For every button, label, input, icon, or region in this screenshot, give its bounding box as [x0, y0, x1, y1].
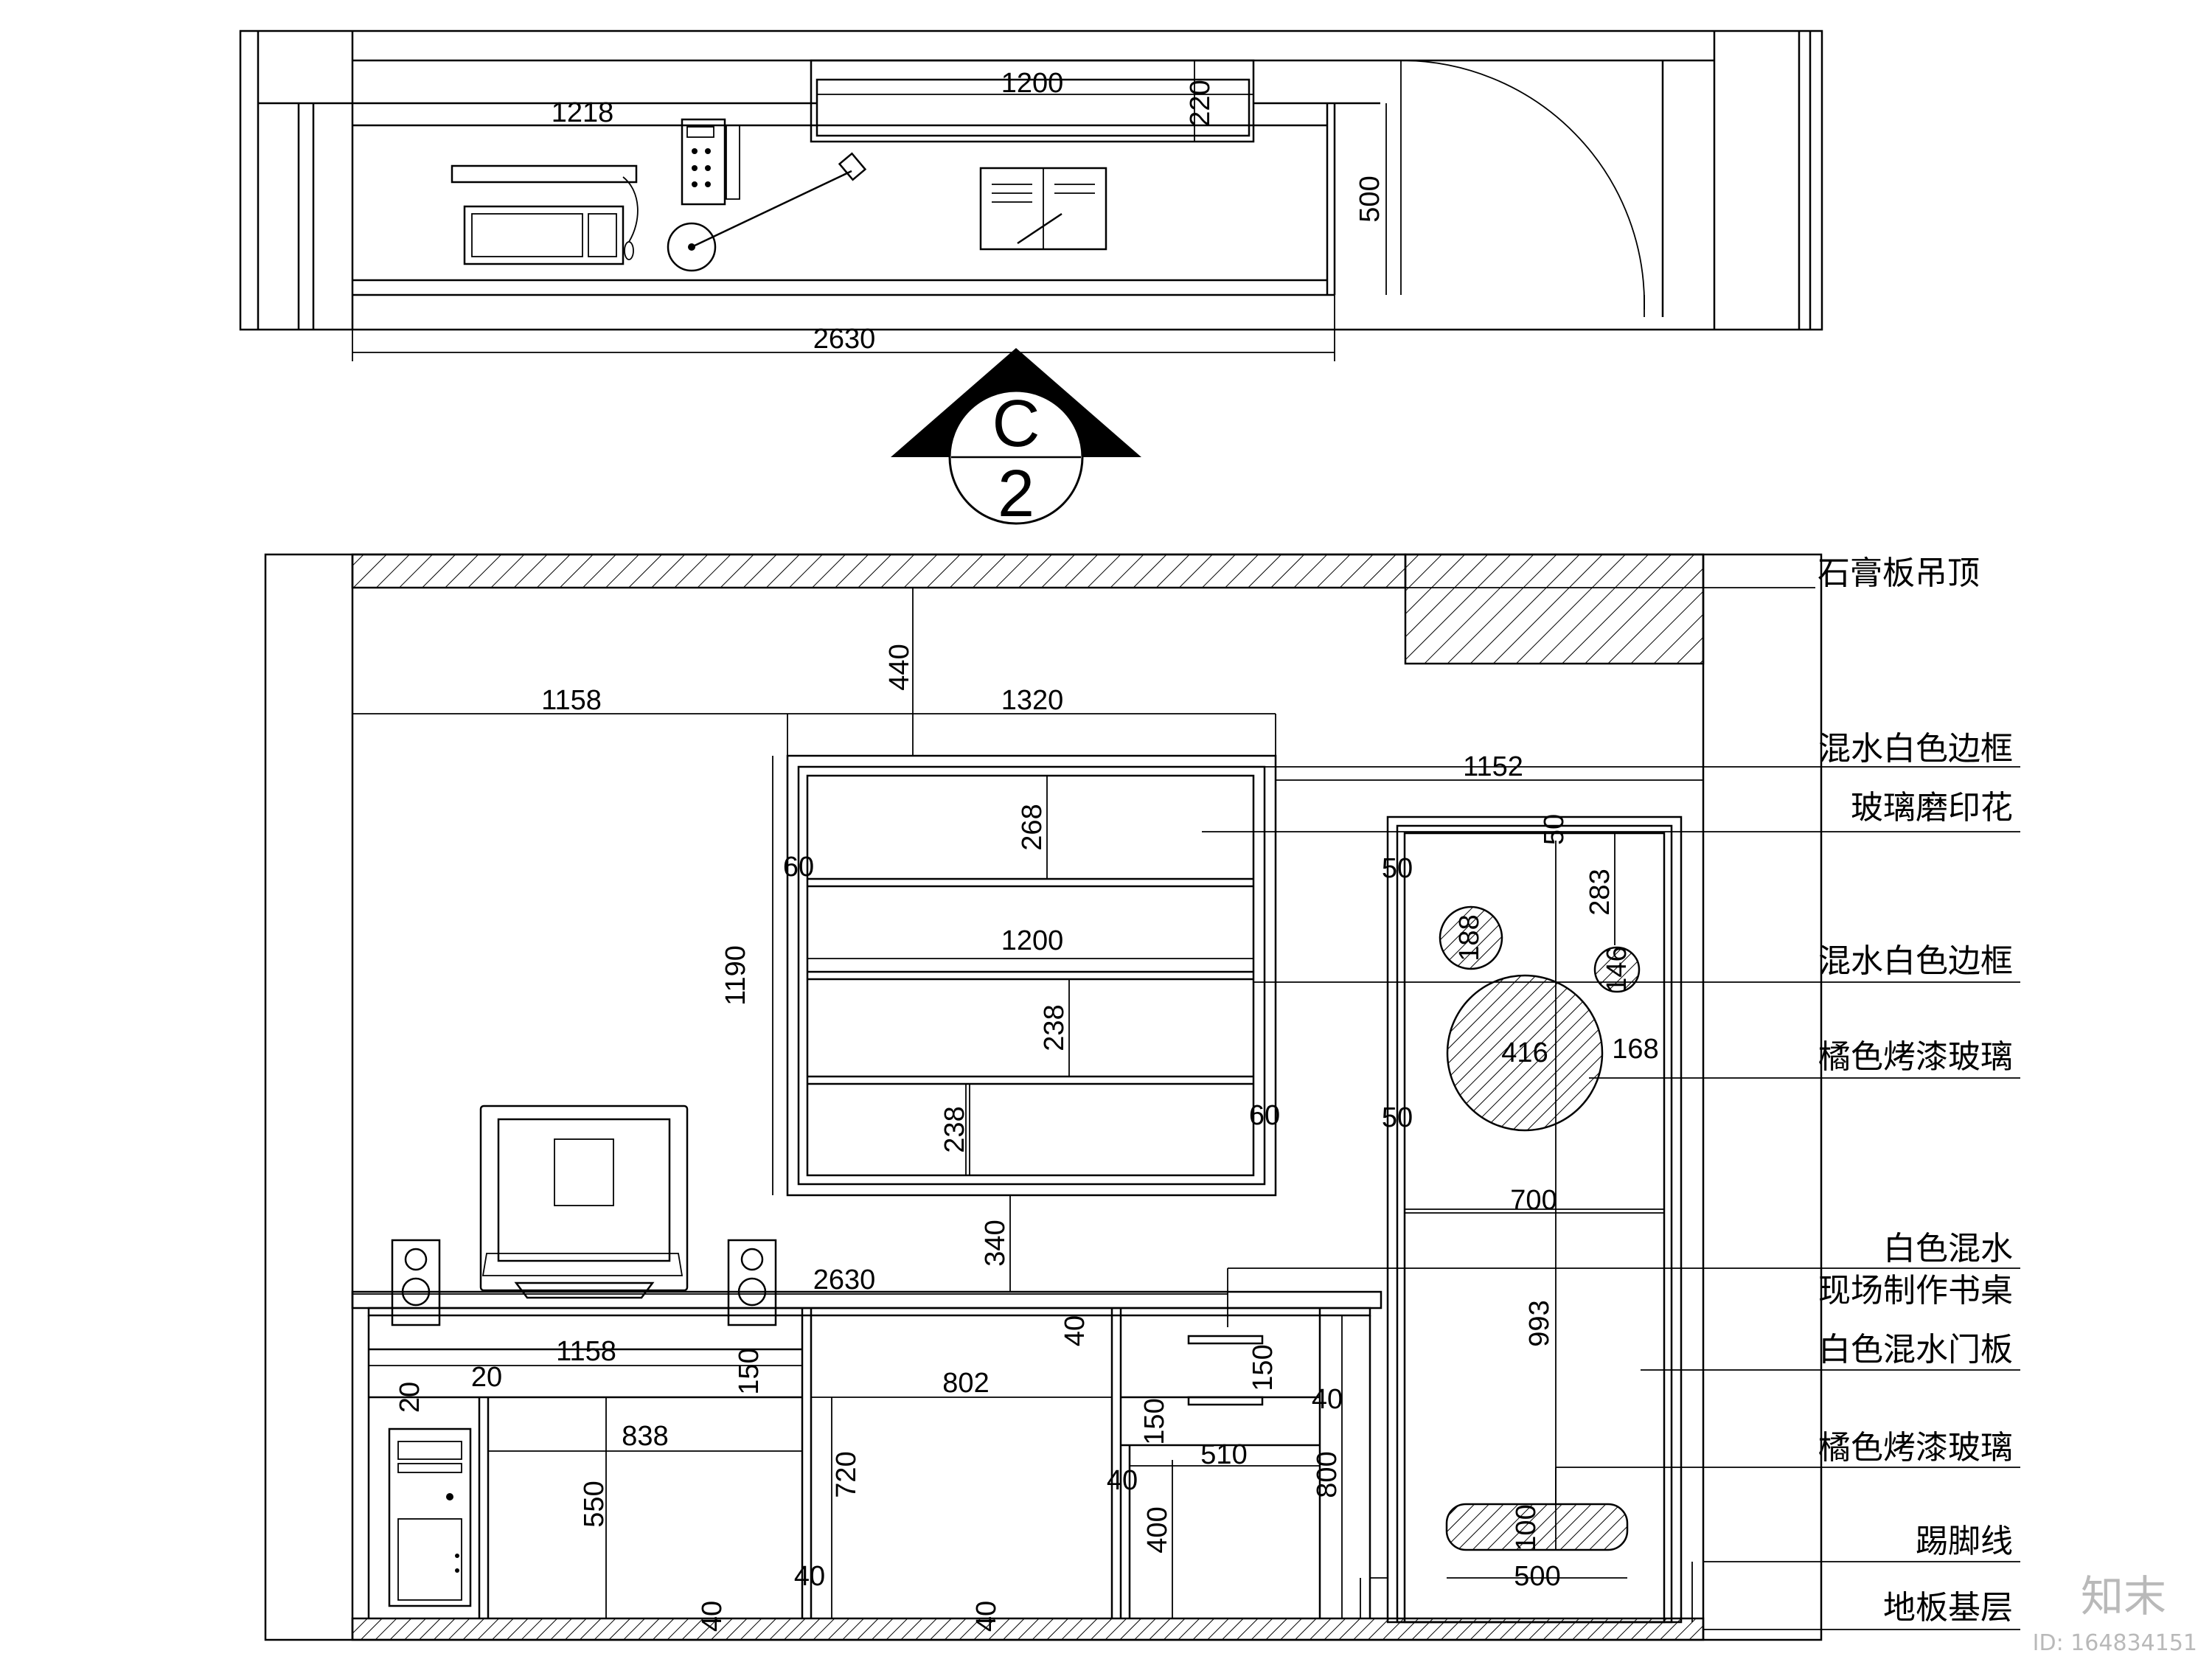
dim-400: 400	[1142, 1506, 1173, 1553]
dim-440: 440	[884, 644, 915, 690]
dim-268: 268	[1017, 804, 1048, 850]
elevation-dimension-lines	[352, 588, 1703, 1618]
label-ceiling: 石膏板吊顶	[1818, 554, 1980, 592]
watermark: 知末 ID: 1648341​51	[2033, 1571, 2197, 1656]
left-speaker-icon	[391, 1239, 441, 1326]
dim-802: 802	[942, 1368, 989, 1399]
dim-1320: 1320	[1001, 685, 1064, 716]
dim-700: 700	[1510, 1185, 1557, 1216]
label-desk: 现场制作书桌	[1818, 1272, 2013, 1310]
ceiling-soffit	[1404, 553, 1705, 665]
book-icon	[979, 167, 1107, 251]
watermark-id: ID: 1648341​51	[2033, 1630, 2197, 1656]
dim-20-horizontal: 20	[471, 1362, 502, 1393]
dim-50-top: 50	[1539, 814, 1570, 845]
label-floor-base: 地板基层	[1883, 1589, 2013, 1627]
dim-510: 510	[1200, 1439, 1247, 1470]
wall-shelf	[786, 754, 1277, 1197]
dim-800: 800	[1312, 1451, 1343, 1498]
label-glass-print: 玻璃磨印花	[1851, 789, 2013, 827]
section-marker: C 2	[891, 348, 1141, 531]
dim-146: 146	[1601, 946, 1632, 992]
dim-40-floor-left: 40	[697, 1601, 728, 1632]
dim-60-right: 60	[1249, 1100, 1280, 1131]
dim-150-right-top: 150	[1248, 1344, 1279, 1391]
dim-40-mid: 40	[1107, 1465, 1138, 1496]
phone-icon	[681, 118, 740, 206]
dim-plan-500: 500	[1354, 175, 1385, 222]
dim-1200: 1200	[1001, 925, 1064, 956]
label-door-panel: 白色混水门板	[1818, 1331, 2013, 1368]
glass-circle-large	[1446, 974, 1604, 1132]
plan-dimensions: 1200 220 1218 500 2630	[352, 68, 1387, 361]
dim-238-mid: 238	[1039, 1004, 1070, 1051]
dim-238-bottom: 238	[939, 1106, 970, 1152]
dim-150-right-mid: 150	[1139, 1398, 1170, 1444]
dim-150-left: 150	[734, 1348, 765, 1394]
section-marker-letter: C	[992, 387, 1040, 461]
dim-838: 838	[622, 1421, 668, 1452]
dim-plan-220: 220	[1185, 80, 1216, 126]
lamp-icon	[667, 152, 867, 272]
plan-view: 1200 220 1218 500 2630	[239, 29, 1823, 361]
dim-340: 340	[980, 1220, 1011, 1266]
elevation-view: 440 1158 1320 1152 268 60 50 50 283 1200…	[264, 553, 2020, 1641]
dim-plan-2630: 2630	[813, 324, 876, 355]
glass-circle-small	[1439, 905, 1503, 970]
label-orange-glass-1: 橘色烤漆玻璃	[1818, 1038, 2013, 1076]
label-orange-glass-2: 橘色烤漆玻璃	[1818, 1429, 2013, 1467]
label-skirting: 踢脚线	[1916, 1523, 2013, 1560]
dim-550: 550	[579, 1481, 610, 1527]
leader-lines	[1202, 587, 2020, 1630]
dim-plan-1200: 1200	[1001, 68, 1064, 99]
glass-circle-tiny	[1593, 946, 1641, 993]
dim-1152: 1152	[1463, 751, 1523, 782]
material-labels: 石膏板吊顶 混水白色边框 玻璃磨印花 混水白色边框 橘色烤漆玻璃 白色混水 现场…	[1818, 554, 2013, 1627]
dim-1190: 1190	[720, 945, 751, 1006]
dim-plan-1218: 1218	[552, 97, 614, 128]
dim-500: 500	[1514, 1561, 1560, 1592]
desk	[351, 1290, 1388, 1618]
dim-416: 416	[1501, 1037, 1548, 1068]
keyboard-icon	[451, 164, 639, 265]
dim-20-vertical: 20	[394, 1382, 425, 1413]
computer-tower-icon	[388, 1427, 472, 1607]
dim-60-left: 60	[783, 852, 814, 883]
dim-40-top: 40	[1060, 1315, 1091, 1346]
section-marker-number: 2	[998, 457, 1034, 531]
label-frame-1: 混水白色边框	[1818, 730, 2013, 768]
dim-720: 720	[831, 1451, 862, 1498]
dim-283: 283	[1585, 869, 1615, 915]
dim-993: 993	[1524, 1300, 1555, 1346]
dim-40-bottom: 40	[794, 1561, 825, 1592]
dim-40-right: 40	[1312, 1384, 1343, 1415]
door-handle-glass	[1445, 1503, 1629, 1551]
dim-50-door-left: 50	[1382, 853, 1413, 884]
door	[1386, 815, 1683, 1624]
dim-2630: 2630	[813, 1265, 876, 1295]
elevation-dimensions: 440 1158 1320 1152 268 60 50 50 283 1200…	[394, 644, 1659, 1632]
label-white-paint: 白色混水	[1883, 1230, 2013, 1267]
dim-188: 188	[1454, 914, 1485, 961]
dim-40-floor-mid: 40	[971, 1601, 1002, 1632]
monitor-icon	[479, 1105, 689, 1299]
dim-100: 100	[1511, 1504, 1542, 1551]
dim-168: 168	[1612, 1034, 1658, 1065]
right-speaker-icon	[727, 1239, 777, 1326]
label-frame-2: 混水白色边框	[1818, 942, 2013, 980]
dim-1158-top: 1158	[541, 685, 602, 716]
ceiling-board	[351, 553, 1407, 589]
dim-50-door-mid: 50	[1382, 1102, 1413, 1133]
dim-1158-desk: 1158	[556, 1336, 616, 1367]
watermark-brand: 知末	[2081, 1571, 2166, 1621]
